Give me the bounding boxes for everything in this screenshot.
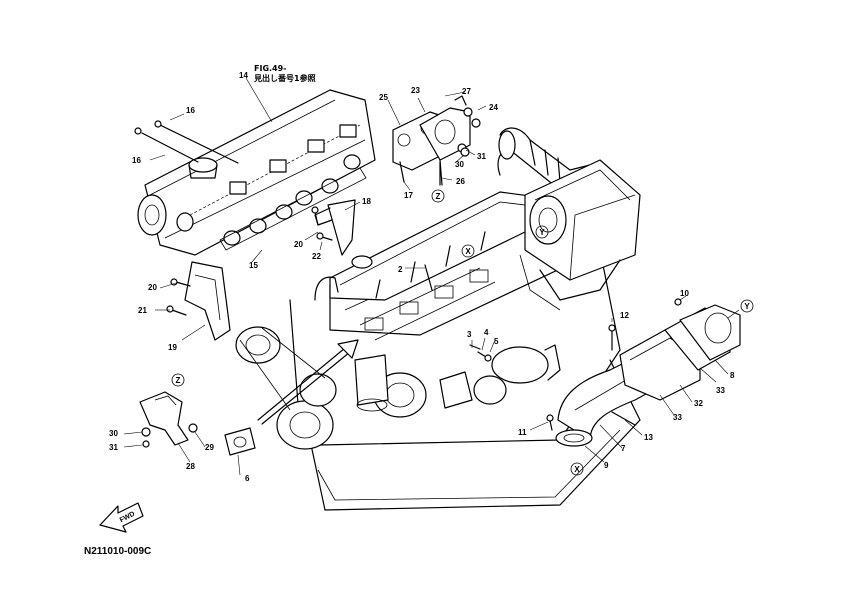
leader-lines (123, 77, 740, 476)
callout-24: 24 (489, 103, 498, 112)
ref-marker-x-bottom (570, 462, 584, 476)
ref-marker-z-top-label: Z (436, 192, 441, 201)
ref-marker-y-left (535, 225, 549, 239)
callout-17: 17 (404, 191, 413, 200)
callout-33-b: 33 (716, 386, 725, 395)
callout-20-a: 20 (294, 240, 303, 249)
assembly-arrow (257, 347, 346, 421)
ref-marker-z-top (431, 189, 445, 203)
gasket-6 (224, 427, 256, 456)
ref-marker-z-bottom (171, 373, 185, 387)
callout-27: 27 (462, 87, 471, 96)
callout-8: 8 (730, 371, 735, 380)
callout-18: 18 (362, 197, 371, 206)
callout-29: 29 (205, 443, 214, 452)
callout-numbers: 2 3 4 5 6 7 8 9 10 11 12 13 14 15 16 16 … (109, 71, 735, 483)
callout-20-b: 20 (148, 283, 157, 292)
callout-28: 28 (186, 462, 195, 471)
callout-32: 32 (694, 399, 703, 408)
exhaust-manifold-heat-exchanger (137, 89, 376, 256)
callout-22: 22 (312, 252, 321, 261)
callout-19: 19 (168, 343, 177, 352)
ref-marker-x-bottom-label: X (574, 465, 580, 474)
ref-marker-z-bottom-label: Z (176, 376, 181, 385)
ref-marker-x-top (461, 244, 475, 258)
callout-5: 5 (494, 337, 499, 346)
callout-4: 4 (484, 328, 489, 337)
callout-7: 7 (621, 444, 626, 453)
fig-reference-note-line2: 見出し番号1参照 (253, 73, 316, 83)
ref-marker-y-right (740, 299, 754, 313)
callout-12: 12 (620, 311, 629, 320)
callout-9: 9 (604, 461, 609, 470)
ref-marker-y-right-label: Y (744, 302, 750, 311)
callout-13: 13 (644, 433, 653, 442)
exhaust-pipe-assembly (546, 298, 741, 447)
exhaust-elbow-flange (392, 95, 473, 186)
callout-31-b: 31 (477, 152, 486, 161)
ref-marker-y-left-label: Y (539, 228, 545, 237)
engine-block (235, 191, 641, 511)
diagram-code: N211010-009C (84, 546, 151, 557)
fig-reference-note-line1: FIG.49- (254, 64, 287, 73)
callout-31-a: 31 (109, 443, 118, 452)
callout-25: 25 (379, 93, 388, 102)
turbocharger-assembly (497, 127, 641, 311)
callout-30-a: 30 (109, 429, 118, 438)
callout-14: 14 (239, 71, 248, 80)
callout-3: 3 (467, 330, 472, 339)
callout-16-a: 16 (186, 106, 195, 115)
callout-15: 15 (249, 261, 258, 270)
fwd-direction-arrow: FWD (99, 502, 144, 533)
callout-11: 11 (518, 428, 527, 437)
callout-33-a: 33 (673, 413, 682, 422)
callout-23: 23 (411, 86, 420, 95)
callout-6: 6 (245, 474, 250, 483)
callout-10: 10 (680, 289, 689, 298)
callout-2: 2 (398, 265, 403, 274)
fasteners (134, 118, 492, 448)
callout-26: 26 (456, 177, 465, 186)
mount-brackets (139, 199, 356, 446)
callout-30-b: 30 (455, 160, 464, 169)
ref-marker-x-top-label: X (465, 247, 471, 256)
callout-21: 21 (138, 306, 147, 315)
reference-markers: X X Y Y Z Z (171, 189, 754, 476)
callout-16-b: 16 (132, 156, 141, 165)
